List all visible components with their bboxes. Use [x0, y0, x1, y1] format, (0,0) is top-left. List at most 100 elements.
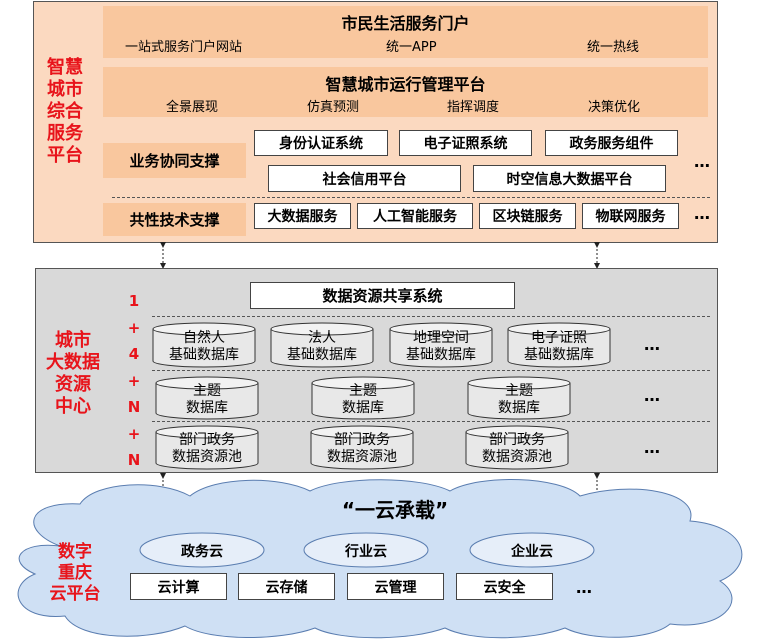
db-label: 基础数据库 [406, 347, 476, 363]
db-label: 基础数据库 [287, 347, 357, 363]
ops-item: 决策优化 [588, 100, 641, 115]
db-label: 法人 [308, 330, 336, 346]
mid-side-label: 城市 大数据 资源 中心 [38, 330, 108, 418]
cloud-side-label: 数字 重庆 云平台 [40, 542, 110, 605]
ai-service: 人工智能服务 [357, 203, 473, 229]
formula-token: N [127, 398, 141, 416]
legal-person-base-db: 法人基础数据库 [270, 322, 374, 368]
top-divider [112, 197, 710, 198]
db-label: 数据库 [186, 400, 228, 416]
cloud-security: 云安全 [456, 573, 553, 600]
db-label: 部门政务 [489, 432, 545, 448]
formula-token: 4 [128, 345, 140, 363]
top-side-label-line: 城市 [47, 79, 83, 100]
portal-item: 一站式服务门户网站 [125, 40, 243, 55]
identity-auth-system: 身份认证系统 [254, 130, 388, 156]
db-label: 部门政务 [179, 432, 235, 448]
database-cylinder-icon [152, 322, 256, 368]
gov-cloud: 政务云 [181, 544, 223, 560]
citizen-portal-title: 市民生活服务门户 [341, 14, 470, 33]
portal-item: 统一热线 [587, 40, 640, 55]
dept-data-pool: 部门政务数据资源池 [465, 425, 569, 470]
mid-side-label-line: 中心 [55, 396, 91, 417]
dept-data-pool: 部门政务数据资源池 [155, 425, 259, 470]
mid-divider-2 [152, 370, 710, 371]
mid-divider-3 [152, 421, 710, 422]
database-cylinder-icon [467, 376, 571, 420]
top-side-label: 智慧 城市 综合 服务 平台 [40, 57, 90, 167]
database-cylinder-icon [389, 322, 493, 368]
theme-db: 主题数据库 [311, 376, 415, 420]
db-label: 数据资源池 [327, 449, 397, 465]
bigdata-service: 大数据服务 [254, 203, 351, 229]
tech-more-ellipsis: … [694, 204, 711, 223]
cloud-computing: 云计算 [130, 573, 227, 600]
data-sharing-system: 数据资源共享系统 [250, 282, 515, 309]
formula-token: + [127, 371, 141, 390]
citizen-portal-band: 市民生活服务门户 一站式服务门户网站 统一APP 统一热线 [103, 6, 708, 58]
top-side-label-line: 服务 [47, 123, 83, 144]
industry-cloud: 行业云 [345, 544, 387, 560]
top-side-label-line: 智慧 [47, 57, 83, 78]
top-side-label-line: 平台 [47, 145, 83, 166]
db-label: 主题 [505, 383, 533, 399]
cloud-side-label-line: 重庆 [58, 563, 92, 583]
cloud-more-ellipsis: … [576, 578, 593, 597]
dept-data-pool: 部门政务数据资源池 [310, 425, 414, 470]
base-db-more-ellipsis: … [644, 335, 661, 354]
db-label: 主题 [349, 383, 377, 399]
database-cylinder-icon [311, 376, 415, 420]
city-ops-title: 智慧城市运行管理平台 [325, 75, 486, 94]
ops-item: 全景展现 [166, 100, 219, 115]
portal-item: 统一APP [386, 40, 437, 55]
business-support-label: 业务协同支撑 [103, 143, 246, 178]
e-license-base-db: 电子证照基础数据库 [507, 322, 611, 368]
cloud-side-label-line: 云平台 [49, 584, 101, 604]
db-label: 数据资源池 [482, 449, 552, 465]
tech-support-label: 共性技术支撑 [103, 203, 246, 236]
db-label: 基础数据库 [169, 347, 239, 363]
database-cylinder-icon [465, 425, 569, 470]
e-license-system: 电子证照系统 [399, 130, 532, 156]
db-label: 数据库 [342, 400, 384, 416]
mid-side-label-line: 资源 [55, 374, 91, 395]
database-cylinder-icon [155, 425, 259, 470]
theme-db: 主题数据库 [467, 376, 571, 420]
gov-service-component: 政务服务组件 [545, 130, 678, 156]
database-cylinder-icon [310, 425, 414, 470]
database-cylinder-icon [507, 322, 611, 368]
theme-db-more-ellipsis: … [644, 386, 661, 405]
spatiotemporal-bigdata-platform: 时空信息大数据平台 [473, 165, 666, 192]
formula-token: 1 [128, 292, 140, 310]
geospatial-base-db: 地理空间基础数据库 [389, 322, 493, 368]
natural-person-base-db: 自然人基础数据库 [152, 322, 256, 368]
formula-token: + [127, 318, 141, 337]
city-ops-band: 智慧城市运行管理平台 全景展现 仿真预测 指挥调度 决策优化 [103, 67, 708, 117]
database-cylinder-icon [155, 376, 259, 420]
db-label: 地理空间 [413, 330, 469, 346]
formula-token: N [127, 451, 141, 469]
enterprise-cloud: 企业云 [511, 544, 553, 560]
blockchain-service: 区块链服务 [479, 203, 576, 229]
dept-pool-more-ellipsis: … [644, 438, 661, 457]
database-cylinder-icon [270, 322, 374, 368]
db-label: 部门政务 [334, 432, 390, 448]
formula-column: 1 + 4 + N + N [124, 288, 144, 474]
db-label: 自然人 [183, 330, 225, 346]
cloud-side-label-line: 数字 [58, 542, 92, 562]
formula-token: + [127, 424, 141, 443]
social-credit-platform: 社会信用平台 [268, 165, 461, 192]
db-label: 数据库 [498, 400, 540, 416]
top-side-label-line: 综合 [47, 101, 83, 122]
db-label: 数据资源池 [172, 449, 242, 465]
cloud-management: 云管理 [347, 573, 444, 600]
mid-divider-1 [152, 316, 710, 317]
cloud-storage: 云存储 [238, 573, 335, 600]
business-more-ellipsis: … [694, 152, 711, 171]
theme-db: 主题数据库 [155, 376, 259, 420]
mid-side-label-line: 城市 [55, 330, 91, 351]
city-ops-items: 全景展现 仿真预测 指挥调度 决策优化 [103, 96, 708, 115]
db-label: 主题 [193, 383, 221, 399]
db-label: 基础数据库 [524, 347, 594, 363]
ops-item: 仿真预测 [307, 100, 360, 115]
